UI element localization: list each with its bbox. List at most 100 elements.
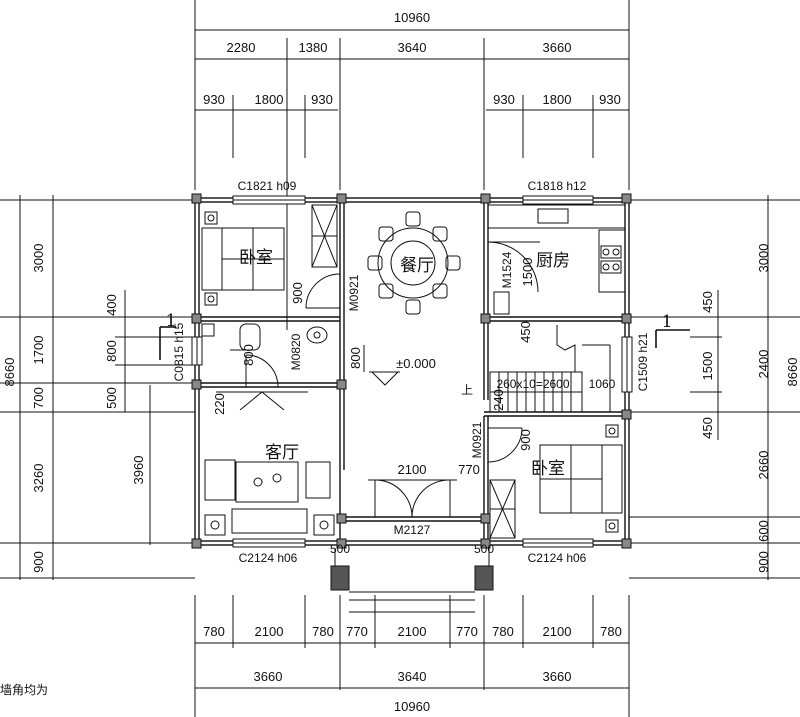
left-dim-1700: 1700	[31, 336, 46, 365]
left-inner-3960: 3960	[131, 456, 146, 485]
right-inner-1500: 1500	[700, 352, 715, 381]
bottom-win-9: 780	[600, 624, 622, 639]
right-dim-2660: 2660	[756, 451, 771, 480]
section-marker-right	[655, 329, 690, 348]
left-total-dim: 8660	[2, 358, 17, 387]
entrance-porch	[330, 548, 494, 613]
stair-1060-label: 1060	[589, 377, 616, 391]
top-dimension-lines	[194, 0, 630, 330]
stair-label: 260x10=2600	[496, 377, 569, 391]
kitchen-fixtures	[487, 204, 626, 315]
win-c2124-right-label: C2124 h06	[528, 551, 587, 565]
door-m0820-label: M0820	[289, 333, 303, 370]
left-dim-700: 700	[31, 387, 46, 409]
top-seg-4: 3660	[543, 40, 572, 55]
left-inner-500: 500	[104, 387, 119, 409]
bed-left	[201, 211, 285, 306]
win-c1509-label: C1509 h21	[636, 332, 650, 391]
top-win-left-2: 1800	[255, 92, 284, 107]
dim-900a: 900	[290, 282, 305, 304]
bottom-win-5: 2100	[398, 624, 427, 639]
top-seg-2: 1380	[299, 40, 328, 55]
right-total-dim: 8660	[785, 358, 800, 387]
front-door	[368, 479, 457, 518]
room-kitchen: 厨房	[536, 251, 570, 271]
hall-marker	[363, 345, 400, 386]
right-inner-450b: 450	[700, 417, 715, 439]
living-furniture	[204, 459, 335, 536]
win-c1821-label: C1821 h09	[238, 179, 297, 193]
dining-table	[367, 211, 461, 315]
bottom-win-4: 770	[346, 624, 368, 639]
dim-900b: 900	[518, 429, 533, 451]
door-2100-dim: 2100	[398, 462, 427, 477]
top-win-left-3: 930	[311, 92, 333, 107]
columns	[191, 193, 632, 549]
bottom-win-8: 2100	[543, 624, 572, 639]
door-bedroom-right	[487, 427, 523, 463]
stair-up-label: 上	[461, 383, 473, 397]
right-dim-3000: 3000	[756, 244, 771, 273]
left-dimension-lines	[0, 195, 195, 580]
section-label-left: 1	[166, 311, 177, 331]
win-c0815-label: C0815 h15	[172, 322, 186, 381]
right-dim-900: 900	[756, 551, 771, 573]
dim-240-stair: 240	[491, 389, 506, 411]
section-marker-left	[159, 326, 176, 360]
dim-450-stair: 450	[518, 321, 533, 343]
room-bedroom-right: 卧室	[531, 459, 565, 479]
win-c1818-label: C1818 h12	[528, 179, 587, 193]
room-living: 客厅	[265, 443, 299, 463]
corner-note: 墙角均为	[0, 683, 48, 697]
bed-right	[539, 424, 623, 533]
staircase	[489, 325, 611, 413]
top-win-right-2: 1800	[543, 92, 572, 107]
bottom-win-6: 770	[456, 624, 478, 639]
dim-220: 220	[212, 393, 227, 415]
right-dim-600: 600	[756, 520, 771, 542]
room-bedroom-left: 卧室	[239, 248, 273, 268]
wardrobe-left	[311, 204, 338, 268]
bottom-seg-2: 3640	[398, 669, 427, 684]
win-c2124-left-label: C2124 h06	[239, 551, 298, 565]
left-dim-3260: 3260	[31, 464, 46, 493]
door-m1524-label: M1524	[500, 251, 514, 288]
left-dim-900: 900	[31, 551, 46, 573]
dim-500-right: 500	[474, 542, 494, 556]
top-seg-1: 2280	[227, 40, 256, 55]
entry-arrow	[216, 391, 308, 411]
left-inner-400: 400	[104, 294, 119, 316]
right-dim-2400: 2400	[756, 350, 771, 379]
door-m2127-label: M2127	[394, 523, 431, 537]
top-win-left-1: 930	[203, 92, 225, 107]
top-win-right-3: 930	[599, 92, 621, 107]
dim-800a: 800	[241, 344, 256, 366]
bottom-win-3: 780	[312, 624, 334, 639]
door-770-dim: 770	[458, 462, 480, 477]
level-label: ±0.000	[396, 356, 436, 371]
door-bedroom-left	[305, 273, 341, 309]
dim-1500: 1500	[520, 258, 535, 287]
bottom-win-2: 2100	[255, 624, 284, 639]
window-openings	[191, 195, 633, 548]
room-dining: 餐厅	[400, 256, 434, 276]
top-seg-3: 3640	[398, 40, 427, 55]
door-m0921-label-a: M0921	[347, 274, 361, 311]
door-kitchen	[487, 241, 540, 293]
door-m0921-label-b: M0921	[470, 421, 484, 458]
bottom-win-7: 780	[492, 624, 514, 639]
left-inner-800: 800	[104, 340, 119, 362]
left-dim-3000: 3000	[31, 244, 46, 273]
dim-500-left: 500	[330, 542, 350, 556]
right-dimension-lines	[629, 195, 800, 580]
section-label-right: 1	[662, 312, 673, 332]
top-total-dim: 10960	[394, 10, 430, 25]
bathroom-fixtures	[201, 323, 328, 351]
right-inner-450a: 450	[700, 291, 715, 313]
bottom-seg-3: 3660	[543, 669, 572, 684]
door-bathroom	[245, 354, 279, 388]
bottom-win-1: 780	[203, 624, 225, 639]
bottom-total-dim: 10960	[394, 699, 430, 714]
wardrobe-right	[489, 479, 516, 539]
